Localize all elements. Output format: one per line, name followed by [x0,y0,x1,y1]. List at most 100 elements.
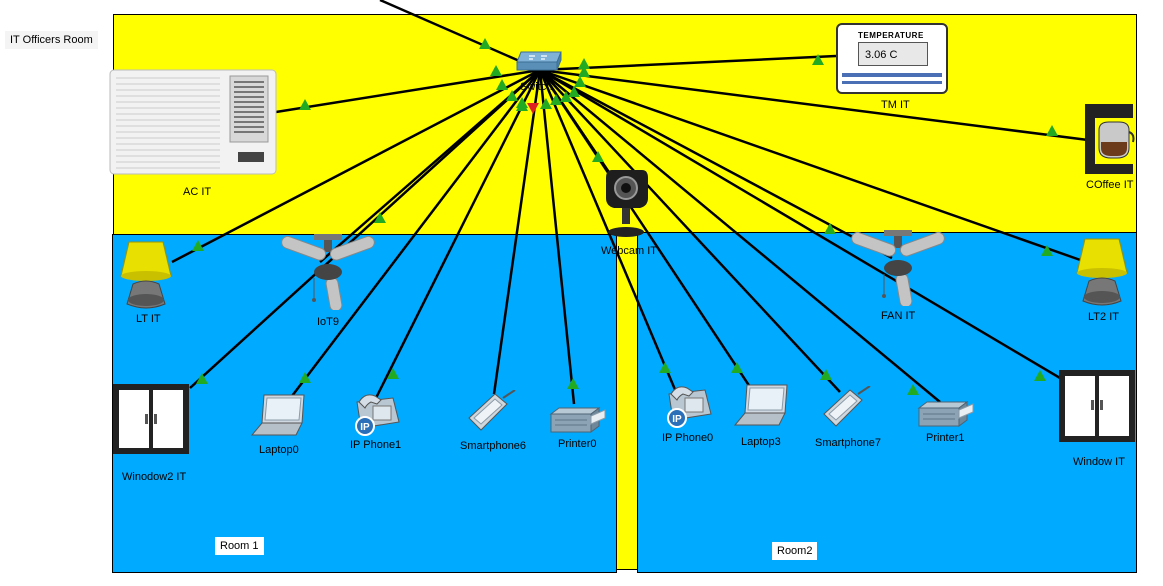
laptop0-label: Laptop0 [259,444,299,456]
lamp-lt-label: LT IT [136,313,161,325]
printer1-label: Printer1 [926,432,965,444]
cable-laptop0[interactable] [291,69,541,397]
fan-device[interactable] [840,230,954,306]
room2-zone [637,232,1137,573]
link-up-indicator-ipphone1 [387,368,399,379]
printer0-device[interactable] [547,404,607,436]
link-up-indicator-ac [299,99,311,110]
fan-label: FAN IT [881,310,916,322]
smartphone-icon [468,390,516,431]
laptop3-label: Laptop3 [741,436,781,448]
smartphone6-device[interactable] [463,390,519,434]
cable-window2[interactable] [189,69,541,389]
link-up-indicator-uplink [479,38,491,49]
laptop-icon [733,384,788,426]
switch-port-indicator-8 [574,76,586,87]
coffee-label: COffee IT [1086,179,1134,191]
switch-port-indicator-2 [506,90,518,101]
ipphone1-device[interactable]: IP [345,392,401,436]
link-up-indicator-iot9 [374,212,386,223]
workspace-title: IT Officers Room [5,31,98,49]
printer-icon [549,407,606,433]
switch-port-indicator-3 [516,97,528,108]
webcam-icon [606,170,648,237]
switch-port-indicator-5 [550,94,562,105]
lamp-lt-device[interactable] [117,238,177,312]
webcam-device[interactable] [604,166,650,238]
cable-smartphone7[interactable] [539,69,841,393]
smartphone7-device[interactable] [818,386,874,430]
lamp-icon [120,241,172,309]
iot9-device[interactable] [270,234,384,310]
cable-ipphone1[interactable] [374,69,542,399]
air-conditioner-icon [109,69,277,175]
printer0-label: Printer0 [558,438,597,450]
switch-port-indicator-0 [490,65,502,76]
window-label: Window IT [1073,456,1125,468]
ac-device[interactable] [108,68,278,178]
cable-printer1[interactable] [539,69,941,403]
ac-label: AC IT [183,186,212,198]
svg-text:IP: IP [360,422,370,433]
link-up-indicator-coffee [1046,125,1058,136]
cable-ac[interactable] [275,68,541,114]
window-icon [1059,370,1135,442]
ceiling-fan-icon [851,230,945,306]
window2-device[interactable] [113,384,191,456]
link-up-indicator-lamp-lt [192,240,204,251]
link-up-indicator-printer0 [567,378,579,389]
thermometer-label: TM IT [881,99,910,111]
ipphone0-label: IP Phone0 [662,432,714,444]
cable-window[interactable] [539,68,1061,380]
cable-printer0[interactable] [538,69,576,405]
cable-ipphone0[interactable] [538,69,678,393]
coffee-maker-icon [1085,104,1135,174]
switch-port-indicator-10 [578,66,590,77]
cable-fan[interactable] [539,68,893,260]
room1-label[interactable]: Room 1 [215,537,264,555]
laptop-icon [250,394,305,436]
lamp-icon [1076,238,1128,306]
laptop0-device[interactable] [250,393,308,439]
lamp-lt2-label: LT2 IT [1088,311,1119,323]
switch-port-indicator-9 [578,58,590,69]
link-up-indicator-window [1034,370,1046,381]
link-up-indicator-thermometer [812,54,824,65]
ip-phone-icon: IP [355,394,400,436]
iot9-label: IoT9 [317,316,340,328]
window-device[interactable] [1059,370,1137,444]
cable-laptop3[interactable] [538,69,754,391]
switch-port-indicator-4 [540,98,552,109]
cable-coffee[interactable] [539,68,1089,142]
thermometer-device[interactable]: TEMPERATURE 3.06 C [836,23,948,94]
link-up-indicator-ipphone0 [659,362,671,373]
ipphone0-device[interactable]: IP [657,384,713,428]
cable-lamp-lt[interactable] [171,68,541,264]
link-up-indicator-laptop3 [731,362,743,373]
webcam-label: Webcam IT [601,245,658,257]
link-up-indicator-fan [824,223,836,234]
switch-port-indicator-7 [568,86,580,97]
ip-phone-icon: IP [667,386,712,428]
switch-port-indicator-6 [560,91,572,102]
cable-thermometer[interactable] [539,54,837,72]
smartphone-icon [823,386,871,427]
printer1-device[interactable] [915,398,975,430]
cable-smartphone6[interactable] [492,69,542,395]
room2-label[interactable]: Room2 [772,542,818,560]
coffee-device[interactable] [1083,104,1135,174]
thermometer-reading: 3.06 C [858,42,928,66]
switch-device[interactable] [515,48,565,74]
laptop3-device[interactable] [733,383,791,429]
cable-uplink[interactable] [379,0,541,72]
printer-icon [917,401,974,427]
link-down-indicator [527,103,539,114]
thermometer-header: TEMPERATURE [858,31,924,40]
lamp-lt2-device[interactable] [1073,235,1133,309]
cable-lamp-lt2[interactable] [539,68,1087,264]
ceiling-fan-icon [281,234,375,310]
link-up-indicator-smartphone7 [820,369,832,380]
link-up-indicator-lamp-lt2 [1041,245,1053,256]
link-up-indicator-laptop0 [299,372,311,383]
